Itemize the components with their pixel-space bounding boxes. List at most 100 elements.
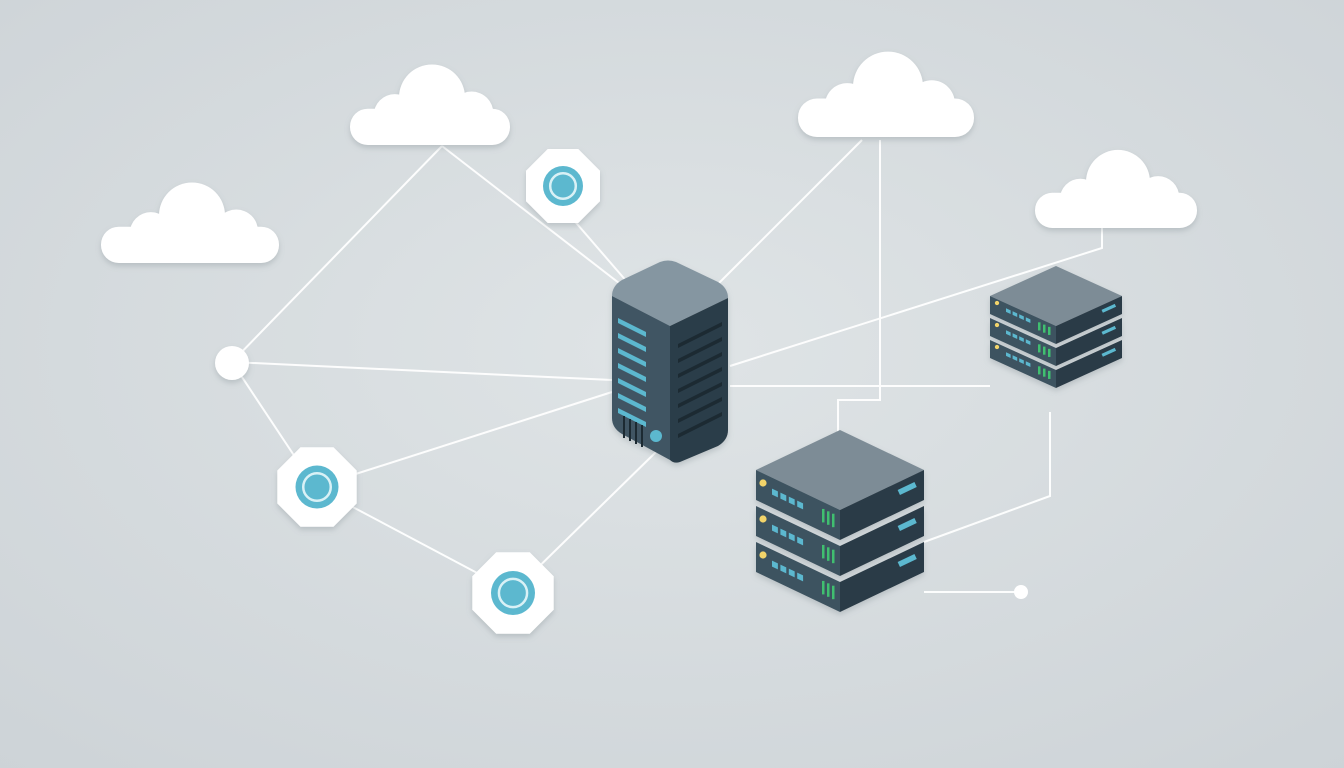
tower-vent-slot bbox=[678, 322, 722, 348]
drive-light bbox=[780, 564, 787, 574]
drive-light bbox=[780, 492, 787, 502]
rack-server-icon bbox=[990, 266, 1122, 388]
port-light bbox=[897, 554, 917, 567]
connection-nodes bbox=[277, 149, 600, 634]
connection-node-icon bbox=[526, 149, 600, 223]
drive-light bbox=[797, 500, 804, 510]
drive-light bbox=[1025, 317, 1031, 323]
cloud-icon bbox=[101, 182, 279, 263]
port-light bbox=[1101, 325, 1117, 335]
tower-led-strip bbox=[618, 348, 646, 367]
link-line bbox=[314, 391, 613, 488]
drive-light bbox=[1006, 308, 1011, 314]
tower-led-strip bbox=[618, 333, 646, 352]
drive-light bbox=[780, 528, 787, 538]
connection-node-icon bbox=[472, 552, 554, 634]
drive-light bbox=[788, 496, 795, 506]
rack-unit bbox=[990, 318, 1122, 366]
drive-light bbox=[1019, 314, 1024, 320]
rack-unit bbox=[990, 266, 1122, 344]
port-light bbox=[1101, 303, 1117, 313]
activity-led bbox=[1043, 324, 1046, 333]
status-led bbox=[759, 479, 767, 487]
activity-led bbox=[827, 511, 830, 525]
status-led bbox=[994, 300, 1000, 306]
activity-led bbox=[1038, 344, 1041, 353]
tower-vent-slot bbox=[678, 367, 722, 393]
rack-stacks bbox=[756, 266, 1122, 612]
tower-vent-slot bbox=[678, 337, 722, 363]
activity-led bbox=[827, 547, 830, 561]
tower-vent-slot bbox=[678, 352, 722, 378]
activity-led bbox=[1038, 366, 1041, 375]
activity-led bbox=[832, 549, 835, 564]
drive-light bbox=[1006, 352, 1011, 358]
drive-light bbox=[797, 572, 804, 582]
drive-light bbox=[1025, 339, 1031, 345]
drive-light bbox=[772, 560, 778, 570]
rack-unit bbox=[756, 542, 924, 612]
tower-power-button bbox=[650, 430, 662, 442]
drive-light bbox=[1019, 358, 1024, 364]
rack-unit bbox=[756, 506, 924, 576]
drive-light bbox=[788, 568, 795, 578]
status-led bbox=[759, 551, 767, 559]
port-light bbox=[1101, 347, 1117, 357]
activity-led bbox=[1048, 326, 1051, 335]
drive-light bbox=[1012, 355, 1018, 361]
activity-led bbox=[1043, 368, 1046, 377]
tower-server-icon bbox=[612, 260, 728, 463]
connection-node-icon bbox=[277, 447, 357, 527]
port-light bbox=[897, 482, 917, 495]
drive-light bbox=[797, 536, 804, 546]
clouds bbox=[101, 51, 1197, 263]
link-line bbox=[711, 139, 863, 291]
port-light bbox=[897, 518, 917, 531]
drive-light bbox=[788, 532, 795, 542]
endpoint-dot-icon bbox=[215, 346, 249, 380]
drive-light bbox=[1012, 311, 1018, 317]
tower-vent-slot bbox=[678, 382, 722, 408]
tower-led-strip bbox=[618, 408, 646, 427]
tower-vents bbox=[618, 318, 722, 447]
cloud-icon bbox=[798, 51, 974, 137]
tower-led-strip bbox=[618, 378, 646, 397]
status-led bbox=[994, 322, 1000, 328]
link-line bbox=[441, 145, 629, 291]
drive-light bbox=[1012, 333, 1018, 339]
tower-vent-slot bbox=[678, 412, 722, 438]
rack-unit bbox=[990, 340, 1122, 388]
status-led bbox=[994, 344, 1000, 350]
drive-light bbox=[1006, 330, 1011, 336]
activity-led bbox=[832, 513, 835, 528]
activity-led bbox=[822, 508, 825, 523]
tower-led-strip bbox=[618, 318, 646, 337]
endpoint-dots bbox=[215, 346, 1028, 599]
link-line bbox=[231, 145, 443, 363]
activity-led bbox=[1043, 346, 1046, 355]
cloud-icon bbox=[1035, 149, 1197, 228]
activity-led bbox=[822, 580, 825, 595]
activity-led bbox=[1048, 348, 1051, 357]
drive-light bbox=[1019, 336, 1024, 342]
endpoint-dot-icon bbox=[1014, 585, 1028, 599]
drive-light bbox=[772, 488, 778, 498]
activity-led bbox=[827, 583, 830, 597]
link-line bbox=[231, 361, 613, 381]
drive-light bbox=[772, 524, 778, 534]
rack-server-icon bbox=[756, 430, 924, 612]
status-led bbox=[759, 515, 767, 523]
link-line bbox=[923, 412, 1051, 543]
tower-vent-slot bbox=[678, 397, 722, 423]
activity-led bbox=[822, 544, 825, 559]
drive-light bbox=[1025, 361, 1031, 367]
tower-led-strip bbox=[618, 363, 646, 382]
activity-led bbox=[1038, 322, 1041, 331]
activity-led bbox=[1048, 370, 1051, 379]
cloud-icon bbox=[350, 64, 510, 145]
tower-led-strip bbox=[618, 393, 646, 412]
activity-led bbox=[832, 585, 835, 600]
link-line bbox=[729, 228, 1103, 367]
rack-unit bbox=[756, 430, 924, 540]
